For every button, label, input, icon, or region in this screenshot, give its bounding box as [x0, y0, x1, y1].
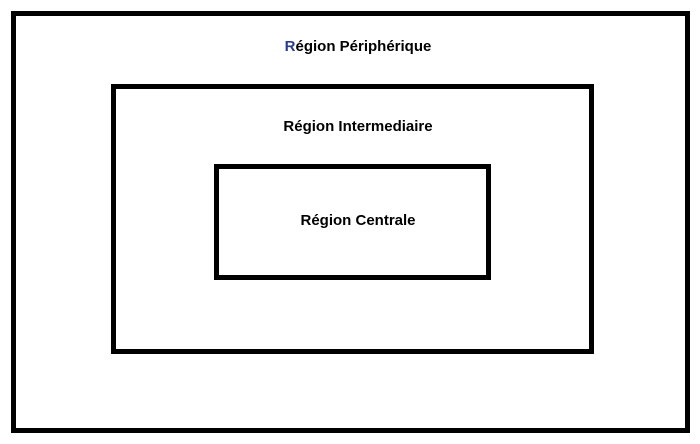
intermediate-region-label: Région Intermediaire	[283, 118, 433, 135]
peripheral-region-label: Région Périphérique	[284, 38, 432, 55]
central-region-box	[214, 164, 491, 280]
central-region-label: Région Centrale	[300, 212, 416, 229]
